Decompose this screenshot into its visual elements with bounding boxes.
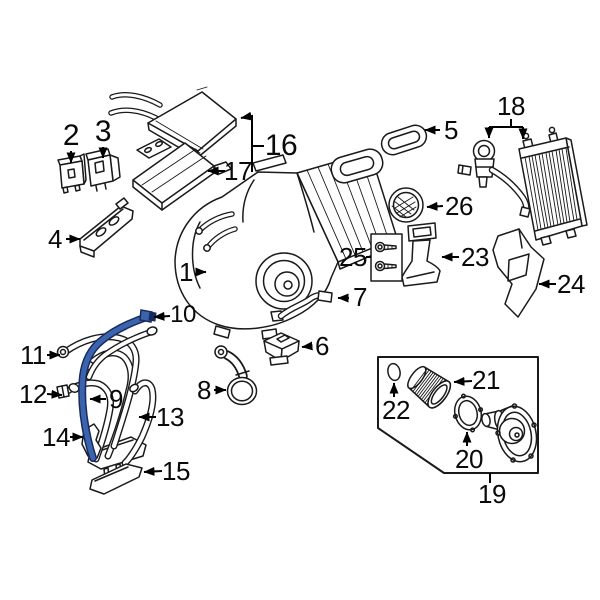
part-1-hvac-housing: [174, 148, 398, 340]
leader-21: [453, 376, 473, 386]
callout-10[interactable]: 10: [170, 301, 196, 328]
part-7-vacuum-hose: [270, 290, 333, 322]
part-13-tube: [121, 379, 157, 467]
part-19-blower-motor: [481, 403, 538, 463]
callout-3[interactable]: 3: [94, 115, 112, 148]
callout-2[interactable]: 2: [62, 119, 80, 152]
part-18-water-valve: [457, 139, 531, 218]
tube-crossing-over-hose: [85, 326, 158, 381]
callout-14[interactable]: 14: [42, 422, 70, 452]
leader-26: [426, 201, 444, 211]
callout-7[interactable]: 7: [353, 282, 367, 312]
callout-24[interactable]: 24: [557, 269, 585, 299]
leader-10: [153, 311, 171, 321]
part-15-plate: [89, 463, 143, 495]
part-22-o-ring: [387, 362, 401, 382]
part-20-mounting-gasket: [452, 393, 484, 433]
callout-16[interactable]: 16: [264, 129, 298, 162]
callout-17[interactable]: 17: [224, 156, 252, 186]
leader-18a: [489, 119, 523, 128]
leader-15: [143, 466, 163, 476]
callout-15[interactable]: 15: [162, 456, 190, 486]
part-10-heater-hose-highlighted: [78, 309, 157, 462]
part-6-bracket: [263, 332, 300, 366]
callout-6[interactable]: 6: [315, 331, 329, 361]
callout-22[interactable]: 22: [382, 395, 410, 425]
callout-19[interactable]: 19: [478, 479, 506, 509]
callout-25[interactable]: 25: [339, 242, 367, 272]
part-4-mounting-bracket: [79, 197, 134, 258]
callout-20[interactable]: 20: [455, 444, 483, 474]
callout-12[interactable]: 12: [19, 379, 47, 409]
callout-leader-lines: [46, 111, 556, 476]
callout-26[interactable]: 26: [445, 191, 473, 221]
part-5-seal-grommet: [380, 124, 428, 156]
part-21-blower-wheel: [407, 365, 452, 409]
callout-4[interactable]: 4: [48, 224, 62, 254]
leader-16: [240, 111, 253, 172]
callout-18[interactable]: 18: [497, 91, 525, 121]
part-16-heater-core: [108, 86, 237, 159]
callout-1[interactable]: 1: [179, 257, 193, 287]
callout-8[interactable]: 8: [197, 375, 211, 405]
part-24-duct-extension: [492, 228, 545, 318]
callout-21[interactable]: 21: [472, 365, 500, 395]
part-2-resistor: [57, 153, 87, 194]
callout-9[interactable]: 9: [109, 384, 123, 414]
part-26-vent-grille: [388, 187, 424, 223]
callout-23[interactable]: 23: [461, 242, 489, 272]
part-25-screw-kit: [370, 233, 403, 282]
callout-13[interactable]: 13: [156, 402, 184, 432]
callout-5[interactable]: 5: [444, 115, 458, 145]
part-8-duct-connector: [214, 345, 258, 406]
leader-6: [301, 341, 313, 351]
callout-11[interactable]: 11: [20, 340, 47, 370]
part-23-support-bracket: [401, 222, 441, 287]
part-18-auxiliary-heater-core: [518, 126, 588, 246]
leader-12: [46, 389, 63, 399]
